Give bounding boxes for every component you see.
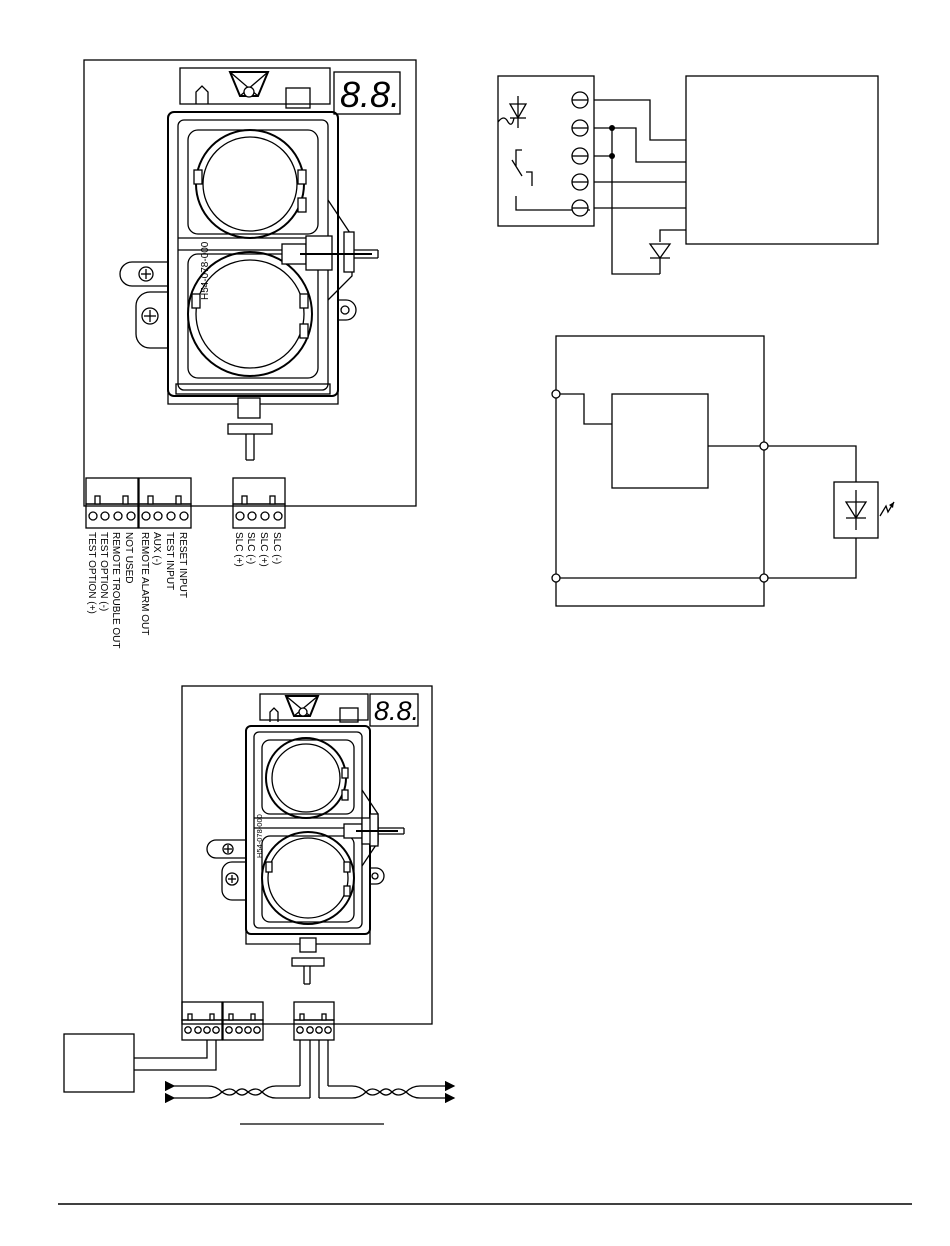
terminal-label: TEST OPTION (+) [86,532,97,614]
bottom-lens-upper [272,744,340,812]
terminal-label: SLC (+) [233,532,244,567]
bottom-display-digits: 8.8. [374,696,419,726]
terminal-label: AUX (-) [151,532,162,565]
remote-inner-box [612,394,708,488]
remote-led-icon [846,490,894,530]
bottom-lens-lower [268,838,348,918]
top-housing-tab-left [196,86,208,104]
remote-module-box [556,336,764,606]
detector-bottom-housing [246,694,378,944]
terminal-label: SLC (-) [271,532,282,564]
detector-bottom: 8.8. H54-078-000 [64,686,454,1124]
top-lens-lower [196,260,304,368]
top-terminal-block-3 [233,478,285,528]
detector-top: 8.8. H54-078-000 [84,60,416,649]
top-housing-tab-right [286,88,310,108]
bottom-display: 8.8. [370,694,419,726]
bottom-alignment-screw-vertical [292,938,324,984]
bottom-terminal-block-3 [294,1002,334,1040]
bottom-terminal-block-1 [182,1002,222,1040]
remote-device-box [64,1034,134,1092]
bottom-lens-lower-ring [262,832,354,924]
top-alignment-screw-vertical [228,398,272,460]
top-display-digits: 8.8. [340,74,400,115]
relay-led-icon [498,96,526,128]
top-part-number: H54-078-000 [200,241,211,300]
terminal-label: RESET INPUT [177,532,188,598]
terminal-label: SLC (-) [245,532,256,564]
control-panel-box [686,76,878,244]
terminal-label: REMOTE ALARM OUT [139,532,150,635]
detector-top-enclosure [84,60,416,506]
top-mount-tabs [120,262,356,348]
bottom-part-number: H54-078-000 [255,814,264,858]
top-lens-upper [203,137,297,231]
top-display: 8.8. [334,72,400,115]
terminal-label: SLC (+) [258,532,269,567]
terminal-label: TEST OPTION (-) [98,532,109,611]
terminal-label: NOT USED [123,532,134,584]
bottom-terminal-block-2 [223,1002,263,1040]
relay-diode-icon [650,244,670,274]
terminal-label: TEST INPUT [164,532,175,590]
top-terminal-block-1 [86,478,138,528]
relay-screw-terminals [572,92,588,216]
relay-schematic [498,76,878,274]
detector-bottom-enclosure [182,686,432,1024]
top-terminal-labels: TEST OPTION (+) TEST OPTION (-) REMOTE T… [86,532,282,649]
terminal-label: REMOTE TROUBLE OUT [110,532,121,649]
top-lens-upper-ring [196,130,304,238]
top-terminal-block-2 [139,478,191,528]
bottom-mount-tabs [207,840,384,900]
remote-led-circuit [552,336,894,606]
bottom-lens-upper-ring [266,738,346,818]
